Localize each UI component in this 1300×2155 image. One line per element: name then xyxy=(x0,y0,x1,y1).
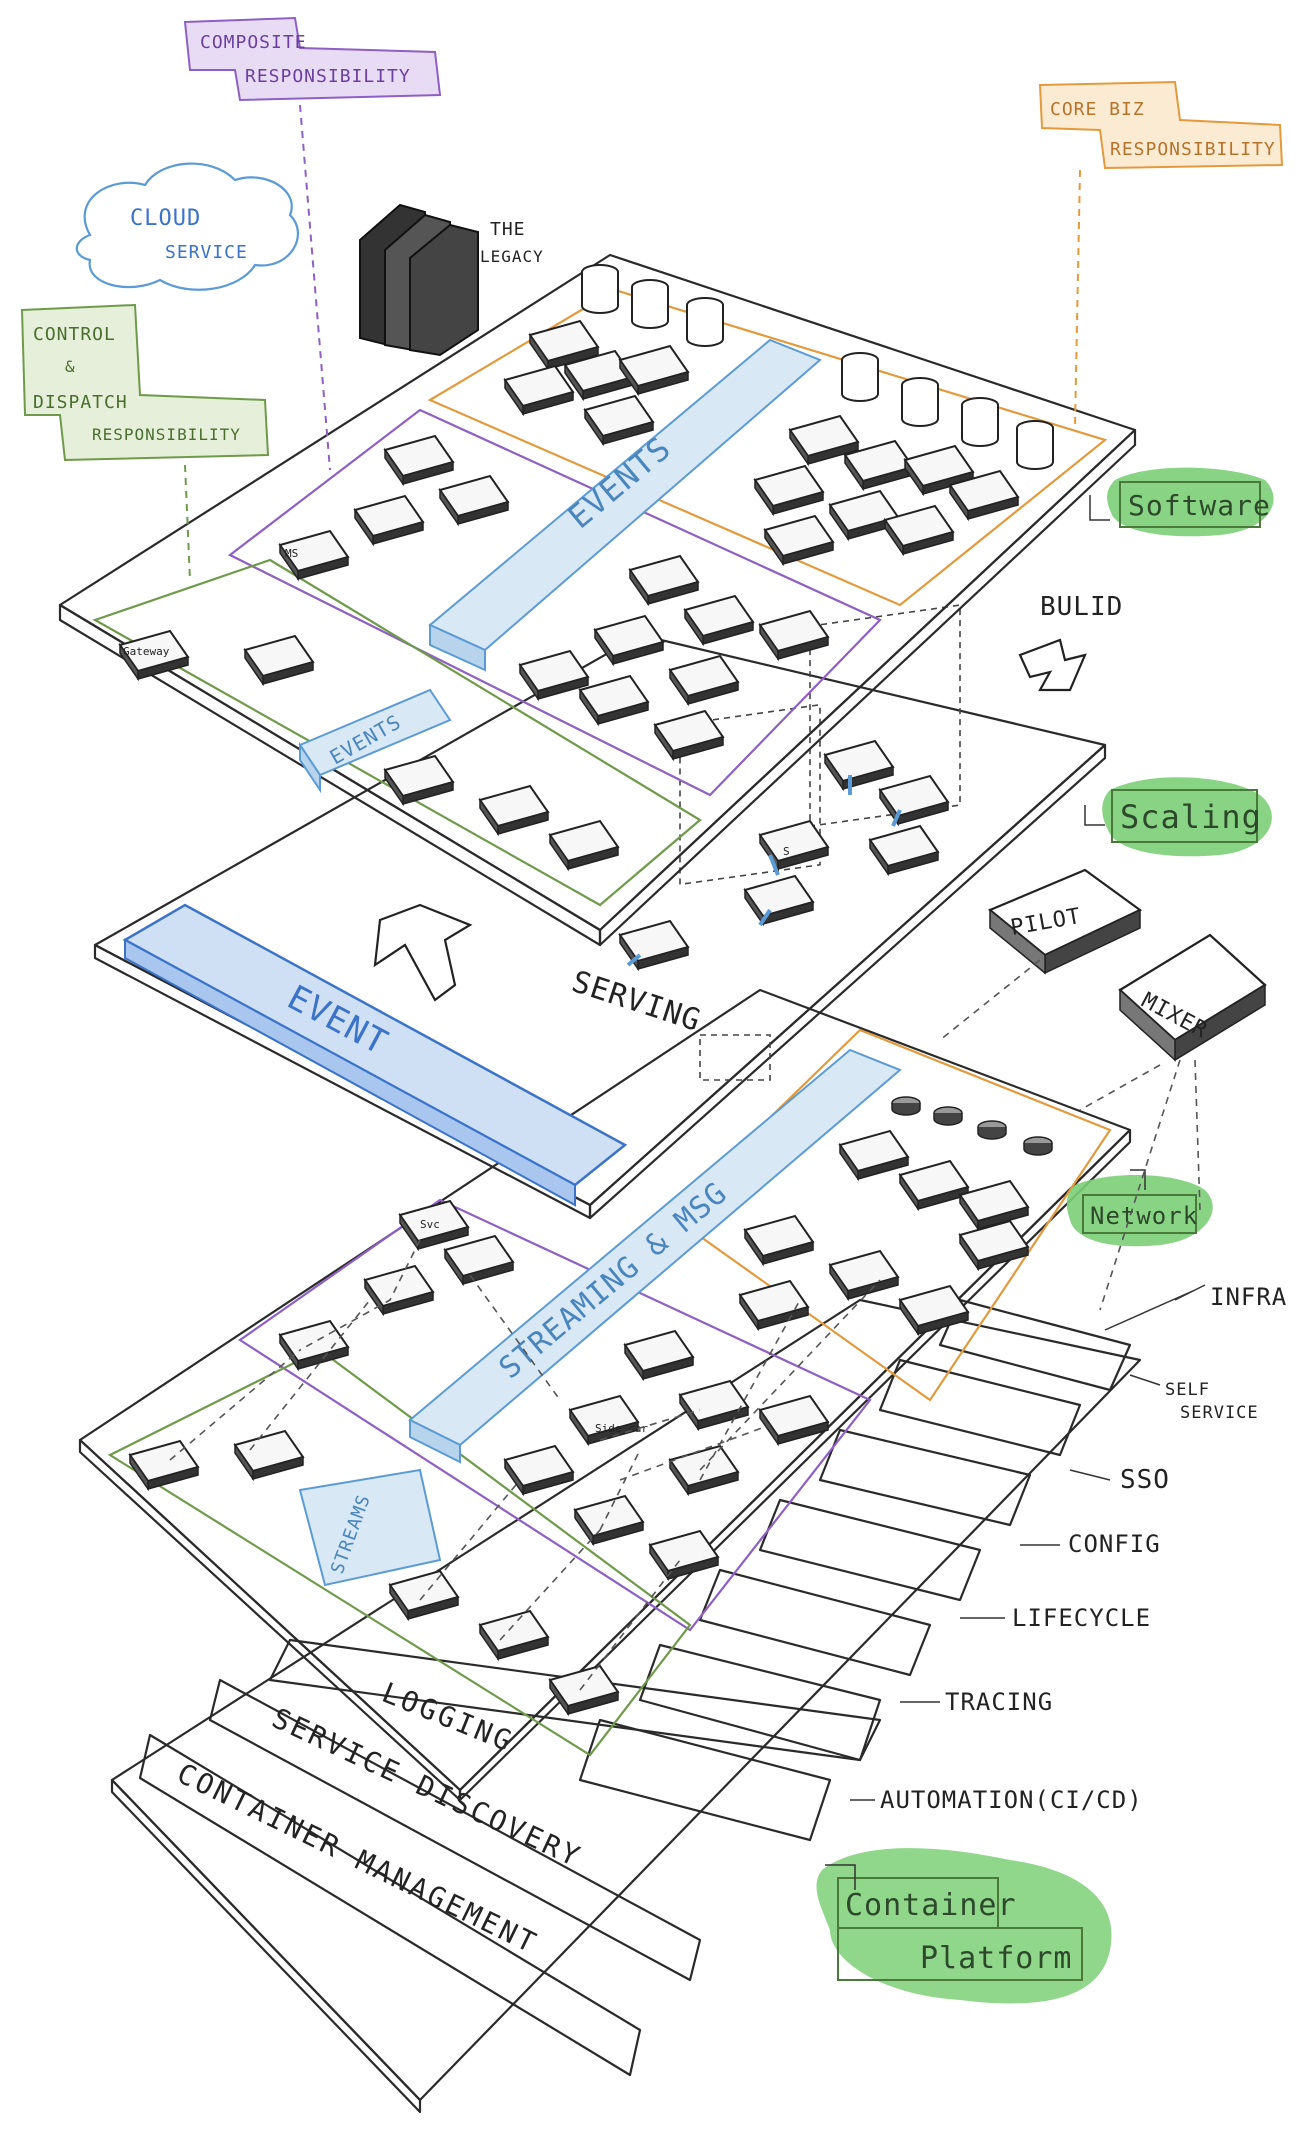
network-core-zone xyxy=(668,1028,1112,1402)
software-label: Software xyxy=(1128,489,1271,522)
tracing-label: TRACING xyxy=(945,1688,1053,1716)
self-service-label-2: SERVICE xyxy=(1180,1403,1259,1423)
logging-lane xyxy=(268,1638,882,1762)
lifecycle-label: LIFECYCLE xyxy=(1012,1604,1151,1632)
automation-label: AUTOMATION(CI/CD) xyxy=(880,1786,1143,1814)
logging-label: LOGGING xyxy=(377,1676,518,1759)
build-label: BULID xyxy=(1040,592,1123,622)
config-label: CONFIG xyxy=(1068,1530,1161,1558)
event-bar: EVENT xyxy=(122,903,628,1207)
composite-label-2: RESPONSIBILITY xyxy=(245,66,411,87)
cloud-icon xyxy=(75,162,300,291)
control-label-3: DISPATCH xyxy=(33,392,128,413)
network-chips xyxy=(129,1130,1029,1715)
legacy-servers: THE LEGACY xyxy=(359,203,544,357)
control-label: CONTROL xyxy=(33,324,116,345)
scaling-badge: Scaling xyxy=(1084,777,1272,857)
container-platform-layer: LOGGING SERVICE DISCOVERY CONTAINER MANA… xyxy=(110,1298,1259,2114)
software-badge: Software xyxy=(1089,467,1274,537)
legacy-label-2: LEGACY xyxy=(480,247,544,266)
scale-box-label: S xyxy=(783,845,790,858)
scaling-label: Scaling xyxy=(1120,798,1262,836)
svc-chip-label: Svc xyxy=(420,1218,440,1231)
streaming-msg-label: STREAMING & MSG xyxy=(493,1176,735,1387)
sidecar-chip-label: Side car xyxy=(595,1422,648,1435)
platform-slabs xyxy=(578,1298,1132,1842)
self-service-label: SELF xyxy=(1165,1380,1210,1400)
service-discovery-lane xyxy=(208,1678,702,1982)
container-platform-badge: Container Platform xyxy=(816,1848,1112,2004)
control-label-4: RESPONSIBILITY xyxy=(92,425,241,444)
legacy-label: THE xyxy=(490,219,526,240)
build-arrow-icon xyxy=(1018,638,1087,692)
streams-box: STREAMS xyxy=(298,1468,442,1587)
cloud-label: CLOUD xyxy=(130,206,201,231)
mixer-box: MIXER xyxy=(1118,933,1267,1062)
software-control-zone xyxy=(92,558,702,907)
cloud-label-2: SERVICE xyxy=(165,242,248,263)
ms-chip-label: MS xyxy=(285,547,298,560)
platform-side-labels: SELF SERVICE SSO CONFIG LIFECYCLE TRACIN… xyxy=(850,1374,1259,1814)
events-small-box: EVENTS xyxy=(298,688,452,794)
gateway-chip-label: Gateway xyxy=(123,645,170,658)
control-label-2: & xyxy=(65,357,76,376)
network-control-zone xyxy=(107,1348,692,1757)
network-label: Network xyxy=(1090,1202,1198,1230)
core-biz-responsibility-note: CORE BIZ RESPONSIBILITY xyxy=(1038,80,1284,426)
control-dispatch-note: CONTROL & DISPATCH RESPONSIBILITY xyxy=(20,303,270,581)
scaling-layer: EVENT S SERVING BULID Scaling xyxy=(93,592,1272,1220)
cloud-service-note: CLOUD SERVICE xyxy=(75,162,300,291)
infra-label: INFRA xyxy=(1210,1283,1287,1311)
core-biz-label: CORE BIZ xyxy=(1050,99,1145,120)
composite-label: COMPOSITE xyxy=(200,32,307,53)
container-label: Container xyxy=(845,1888,1017,1923)
software-composite-zone xyxy=(227,408,882,797)
serving-label: SERVING xyxy=(568,964,706,1039)
platform-label: Platform xyxy=(920,1941,1073,1976)
composite-responsibility-note: COMPOSITE RESPONSIBILITY xyxy=(183,16,442,471)
container-management-lane xyxy=(138,1733,642,2077)
container-management-label: CONTAINER MANAGEMENT xyxy=(172,1757,543,1961)
network-composite-zone xyxy=(238,1198,872,1632)
build-arrow: BULID xyxy=(1018,592,1123,692)
pilot-box: PILOT xyxy=(987,868,1143,975)
software-core-zone xyxy=(427,288,1108,607)
network-badge: Network xyxy=(1066,1169,1213,1247)
sso-label: SSO xyxy=(1120,1465,1170,1495)
up-arrow-icon xyxy=(373,903,473,1002)
core-biz-label-2: RESPONSIBILITY xyxy=(1110,139,1276,160)
